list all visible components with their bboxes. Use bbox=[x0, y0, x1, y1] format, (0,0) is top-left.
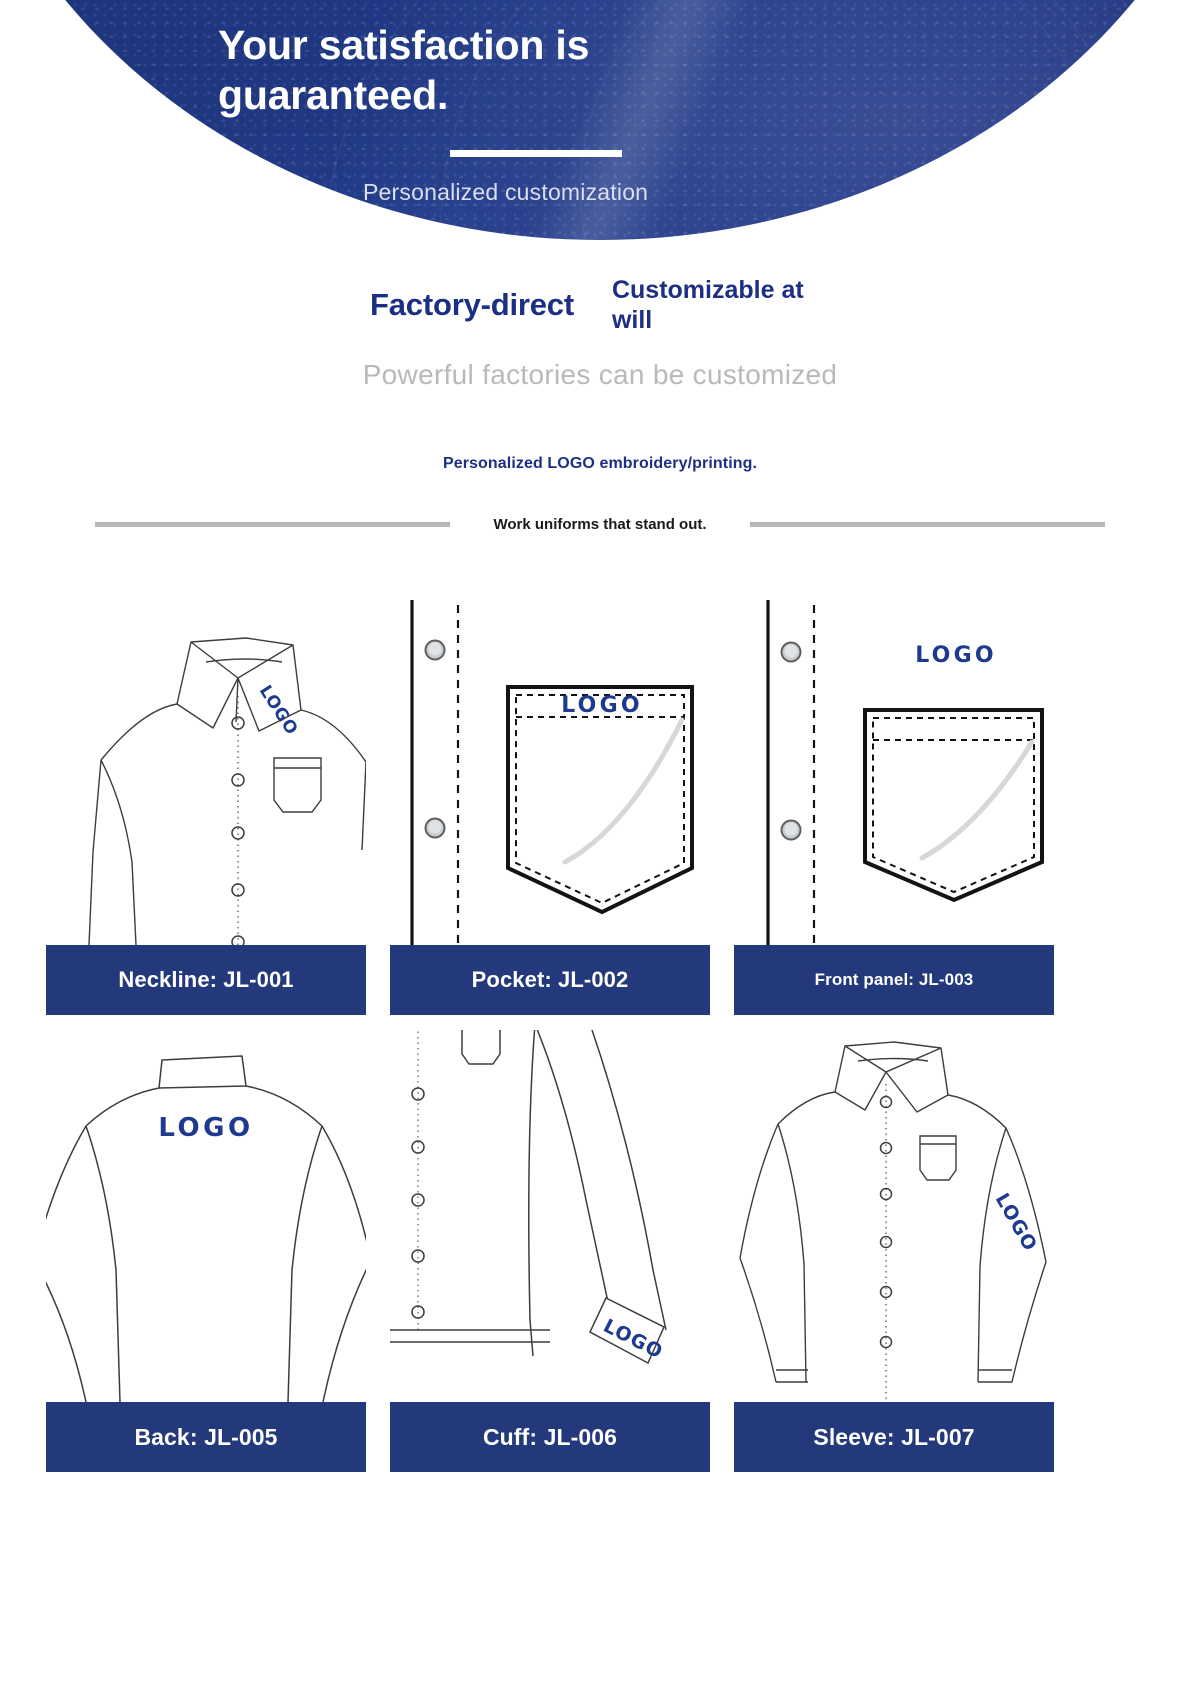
pocket-illustration: LOGO bbox=[390, 600, 710, 945]
divider-line-right bbox=[750, 522, 1105, 527]
logo-text: LOGO bbox=[915, 643, 997, 668]
back-illustration: LOGO bbox=[46, 1030, 366, 1402]
mid-heading-row: Factory-direct Customizable at will bbox=[0, 275, 1200, 335]
snap-button bbox=[780, 641, 802, 663]
product-grid-row-1: LOGO Neckline: JL-001 bbox=[46, 600, 1154, 1015]
hero-divider-rule bbox=[450, 150, 622, 158]
logo-text: LOGO bbox=[158, 1113, 253, 1143]
card-label-neckline: Neckline: JL-001 bbox=[46, 945, 366, 1015]
hero-subtitle: Personalized customization bbox=[363, 179, 649, 206]
card-label-back: Back: JL-005 bbox=[46, 1402, 366, 1472]
hero-title: Your satisfaction is guaranteed. bbox=[218, 22, 590, 119]
section-divider: Work uniforms that stand out. bbox=[0, 516, 1200, 533]
divider-line-left bbox=[95, 522, 450, 527]
card-label-sleeve: Sleeve: JL-007 bbox=[734, 1402, 1054, 1472]
product-card-cuff[interactable]: LOGO Cuff: JL-006 bbox=[390, 1030, 710, 1472]
neckline-illustration: LOGO bbox=[46, 600, 366, 945]
divider-label: Work uniforms that stand out. bbox=[493, 516, 707, 533]
card-label-pocket: Pocket: JL-002 bbox=[390, 945, 710, 1015]
snap-button bbox=[780, 819, 802, 841]
cuff-illustration: LOGO bbox=[390, 1030, 710, 1402]
mid-subtext: Powerful factories can be customized bbox=[362, 359, 838, 390]
tagline-logo-embroidery: Personalized LOGO embroidery/printing. bbox=[442, 455, 758, 472]
hero-banner: Your satisfaction is guaranteed. Persona… bbox=[0, 0, 1200, 240]
heading-factory-direct: Factory-direct bbox=[370, 287, 574, 322]
product-card-back[interactable]: LOGO Back: JL-005 bbox=[46, 1030, 366, 1472]
logo-text: LOGO bbox=[991, 1190, 1042, 1256]
card-label-front-panel: Front panel: JL-003 bbox=[734, 945, 1054, 1015]
product-card-sleeve[interactable]: LOGO Sleeve: JL-007 bbox=[734, 1030, 1054, 1472]
mid-headings: Factory-direct Customizable at will Powe… bbox=[0, 275, 1200, 391]
front-panel-illustration: LOGO bbox=[734, 600, 1054, 945]
logo-text: LOGO bbox=[561, 693, 643, 718]
heading-customizable: Customizable at will bbox=[611, 276, 804, 334]
sleeve-illustration: LOGO bbox=[734, 1030, 1054, 1402]
product-card-front-panel[interactable]: LOGO Front panel: JL-003 bbox=[734, 600, 1054, 1015]
product-card-neckline[interactable]: LOGO Neckline: JL-001 bbox=[46, 600, 366, 1015]
product-grid-row-2: LOGO Back: JL-005 bbox=[46, 1030, 1154, 1472]
hero-text-block: Your satisfaction is guaranteed. Persona… bbox=[0, 20, 1200, 206]
card-label-cuff: Cuff: JL-006 bbox=[390, 1402, 710, 1472]
product-card-pocket[interactable]: LOGO Pocket: JL-002 bbox=[390, 600, 710, 1015]
snap-button bbox=[424, 639, 446, 661]
snap-button bbox=[424, 817, 446, 839]
